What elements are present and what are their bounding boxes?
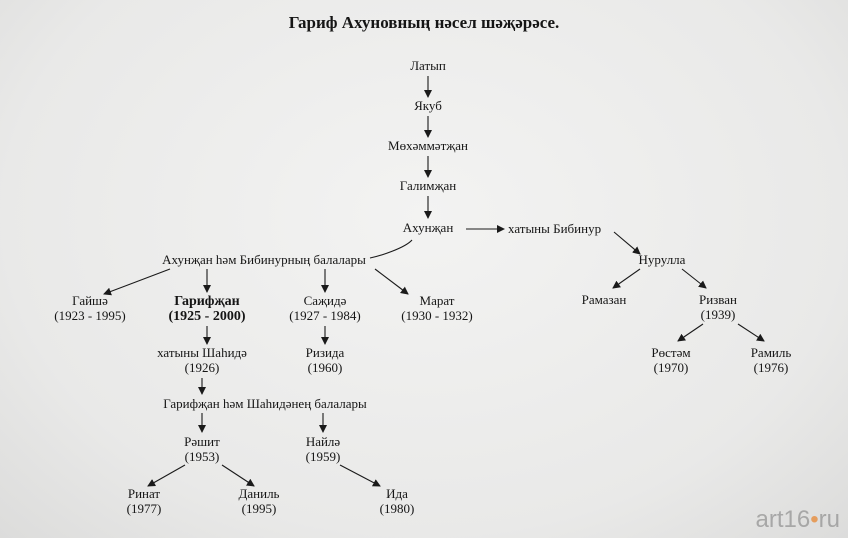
watermark-dot: • (810, 506, 819, 533)
node-rashit-years: (1953) (185, 449, 220, 464)
node-naila: Найлә (306, 434, 341, 449)
arrow-to-gaisha (103, 268, 171, 296)
arrow-to-marat (374, 268, 409, 295)
node-gaisha: Гайшә (72, 293, 108, 308)
arrow-to-rostam (677, 323, 704, 342)
node-rizida: Ризида (306, 345, 345, 360)
arrow-to-danil (221, 464, 255, 487)
node-wife-bibinur: хатыны Бибинур (508, 221, 601, 236)
node-mohammatjan: Мөхәммәтҗан (388, 138, 468, 153)
node-rostam-years: (1970) (654, 360, 689, 375)
node-yakub: Якуб (414, 98, 442, 113)
node-ramil: Рамиль (751, 345, 792, 360)
node-garifjan-years: (1925 - 2000) (169, 309, 246, 324)
children-header: Ахунҗан һәм Бибинурның балалары (162, 252, 366, 267)
watermark-suffix: ru (818, 506, 840, 533)
node-ida: Ида (386, 486, 408, 501)
node-garifjan: Гарифҗан (174, 294, 239, 309)
node-rostam: Рөстәм (651, 345, 690, 360)
arrow-wife-nurulla (613, 231, 641, 255)
node-rizida-years: (1960) (308, 360, 343, 375)
node-ramazan: Рамазан (582, 292, 627, 307)
node-ida-years: (1980) (380, 501, 415, 516)
arrow-to-ramazan (612, 268, 641, 289)
node-sajida: Саҗидә (304, 293, 347, 308)
arrow-to-rizvan (681, 268, 707, 289)
arrow-to-rinat (147, 464, 186, 487)
garif-children-header: Гарифҗан һәм Шаһидәнең балалары (163, 396, 367, 411)
node-sajida-years: (1927 - 1984) (289, 308, 361, 323)
node-galimjan: Галимҗан (400, 178, 456, 193)
node-rizvan: Ризван (699, 292, 737, 307)
node-rinat: Ринат (128, 486, 161, 501)
node-ramil-years: (1976) (754, 360, 789, 375)
node-danil: Даниль (239, 486, 280, 501)
node-nurulla: Нурулла (639, 252, 686, 267)
node-rinat-years: (1977) (127, 501, 162, 516)
arrow-to-ramil (737, 323, 765, 342)
node-shahida: хатыны Шаһидә (157, 345, 247, 360)
arrow-to-ida (339, 464, 381, 487)
node-marat-years: (1930 - 1932) (401, 308, 473, 323)
node-gaisha-years: (1923 - 1995) (54, 308, 126, 323)
node-danil-years: (1995) (242, 501, 277, 516)
node-naila-years: (1959) (306, 449, 341, 464)
node-shahida-years: (1926) (185, 360, 220, 375)
node-rashit: Рәшит (184, 434, 220, 449)
node-ahunjan: Ахунҗан (403, 220, 454, 235)
node-marat: Марат (420, 293, 455, 308)
connector-ahunjan-children (369, 239, 413, 259)
diagram-title: Гариф Ахуновның нәсел шәҗәрәсе. (289, 13, 560, 32)
node-rizvan-years: (1939) (701, 307, 736, 322)
watermark-prefix: art16 (755, 506, 811, 533)
node-latyp: Латып (410, 58, 446, 73)
watermark: art16•ru (756, 506, 840, 534)
